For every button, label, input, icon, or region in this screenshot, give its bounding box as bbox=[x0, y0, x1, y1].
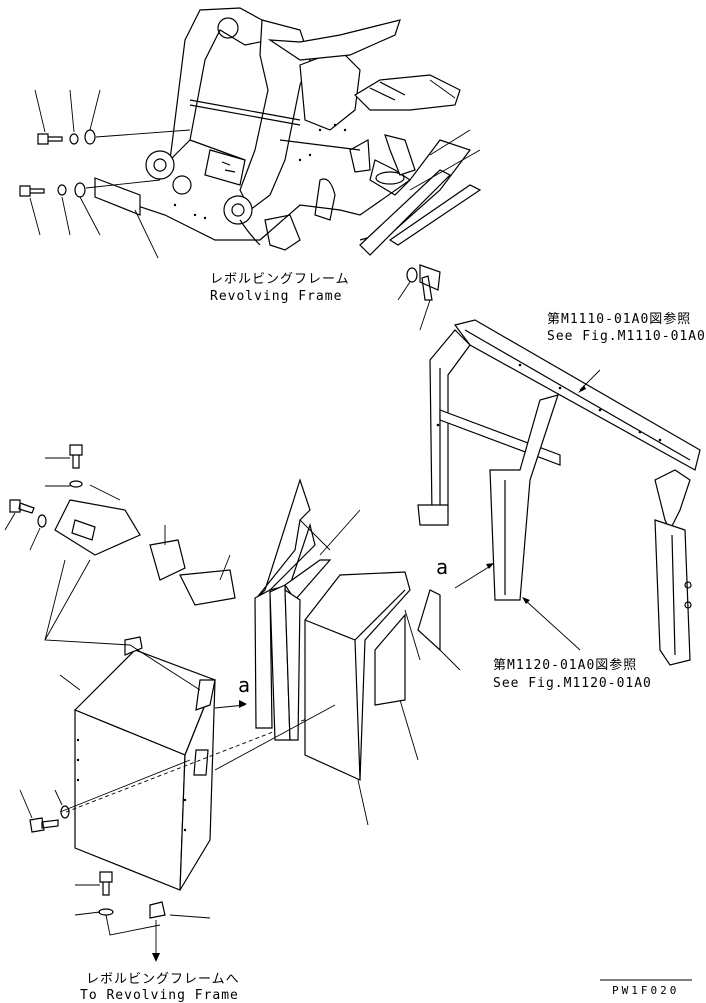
panel-assembly bbox=[214, 478, 461, 826]
to-revolving-frame-label-en: To Revolving Frame bbox=[80, 988, 239, 1003]
see-fig-m1110-label-en: See Fig.M1110-01A0 bbox=[547, 329, 706, 344]
revolving-frame-label-en: Revolving Frame bbox=[210, 289, 343, 304]
see-fig-m1120-label-ja: 第M1120-01A0図参照 bbox=[493, 658, 638, 673]
cover-assembly bbox=[4, 444, 336, 962]
revolving-frame-label-ja: レボルビングフレーム bbox=[210, 272, 350, 287]
callout-a-lower: a bbox=[238, 673, 252, 697]
revolving-frame-assembly bbox=[19, 7, 482, 331]
see-fig-m1110-label-ja: 第M1110-01A0図参照 bbox=[547, 312, 692, 327]
drawing-code: PW1F020 bbox=[612, 984, 680, 997]
callout-a-upper: a bbox=[436, 555, 450, 579]
see-fig-m1120-label-en: See Fig.M1120-01A0 bbox=[493, 676, 652, 691]
to-revolving-frame-label-ja: レボルビングフレームへ bbox=[86, 972, 240, 987]
cab-frame-assembly bbox=[417, 319, 701, 666]
